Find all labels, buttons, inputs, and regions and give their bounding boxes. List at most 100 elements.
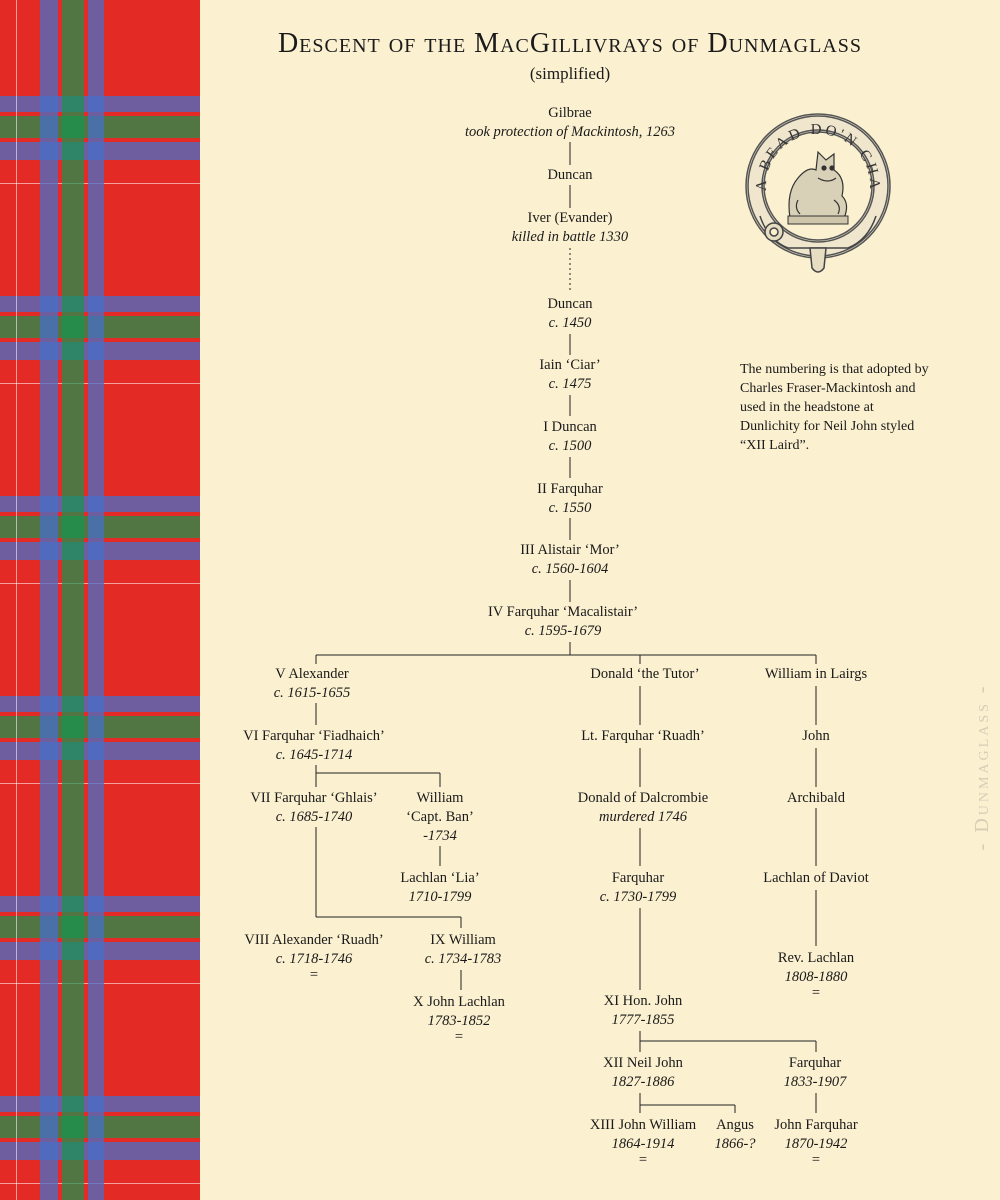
person-john: John [802,727,829,746]
person-date: c. 1645-1714 [275,747,353,763]
person-archibald: Archibald [787,789,845,808]
person-date: 1710-1799 [408,889,472,905]
person-date: c. 1734-1783 [424,951,502,967]
person-name: Lt. Farquhar ‘Ruadh’ [581,728,705,744]
person-name: Duncan [547,167,593,183]
person-name: William in Lairgs [764,666,868,682]
person-name: VII Farquhar ‘Ghlais’ [250,790,378,806]
person-date: c. 1560-1604 [531,561,609,577]
person-date: c. 1450 [548,315,592,331]
person-name: Farquhar [611,870,665,886]
person-name: Lachlan ‘Lia’ [400,870,480,886]
numbering-note: The numbering is that adopted by Charles… [740,362,929,453]
person-name: Donald ‘the Tutor’ [590,666,700,682]
person-date: 1870-1942 [784,1136,848,1152]
person-iver: Iver (Evander) killed in battle 1330 [512,209,628,247]
person-date: c. 1685-1740 [275,809,353,825]
person-name: Iver (Evander) [527,210,613,226]
person-name: VIII Alexander ‘Ruadh’ [244,932,384,948]
person-nickname: ‘Capt. Ban’ [406,809,474,825]
person-john-farquhar: John Farquhar 1870-1942 = [774,1116,858,1168]
person-name: V Alexander [275,666,349,682]
person-name: Donald of Dalcrombie [577,790,709,806]
person-name: Farquhar [788,1055,842,1071]
person-name: Duncan [547,296,593,312]
person-date: 1827-1886 [611,1074,675,1090]
marriage-mark: = [309,967,319,983]
person-name: IX William [430,932,496,948]
person-v-alexander: V Alexander c. 1615-1655 [274,665,351,703]
person-william-capt-ban: William ‘Capt. Ban’ -1734 [406,789,474,846]
person-lachlan-lia: Lachlan ‘Lia’ 1710-1799 [400,869,479,907]
person-donald-dalcrombie: Donald of Dalcrombie murdered 1746 [578,789,708,827]
person-date: c. 1475 [548,376,592,392]
person-duncan-1450: Duncan c. 1450 [547,295,592,333]
person-date: c. 1550 [548,500,592,516]
person-angus: Angus 1866-? [714,1116,755,1154]
person-date: 1777-1855 [611,1012,675,1028]
person-iii-alistair: III Alistair ‘Mor’ c. 1560-1604 [520,541,620,579]
person-date: 1864-1914 [611,1136,675,1152]
person-name: XIII John William [589,1117,697,1133]
person-date: c. 1500 [548,438,592,454]
person-name: Rev. Lachlan [777,950,855,966]
person-rev-lachlan: Rev. Lachlan 1808-1880 = [777,949,855,1001]
person-ii-farquhar: II Farquhar c. 1550 [537,480,603,518]
person-name: Gilbrae [548,105,592,121]
person-name: III Alistair ‘Mor’ [520,542,620,558]
person-vii-farquhar: VII Farquhar ‘Ghlais’ c. 1685-1740 [250,789,377,827]
tartan-border [0,0,200,1200]
page-subtitle: (simplified) [529,64,611,83]
person-name: John Farquhar [774,1117,858,1133]
person-name: I Duncan [543,419,597,435]
person-date: killed in battle 1330 [511,229,629,245]
clan-crest-icon: DA BEAD DO'N CHAC [738,108,891,273]
person-xiii-john-william: XIII John William 1864-1914 = [589,1116,697,1168]
page-title: Descent of the MacGillivrays of Dunmagla… [277,28,863,59]
marriage-mark: = [454,1029,464,1045]
person-name: Iain ‘Ciar’ [539,357,601,373]
person-date: c. 1730-1799 [599,889,677,905]
person-name: IV Farquhar ‘Macalistair’ [487,604,639,620]
person-iain-ciar: Iain ‘Ciar’ c. 1475 [539,356,600,394]
person-date: -1734 [423,828,457,844]
marriage-mark: = [811,985,821,1001]
person-date: c. 1718-1746 [275,951,353,967]
person-date: 1808-1880 [784,969,848,985]
side-label: - Dunmaglass - [971,683,993,851]
person-date: 1866-? [714,1136,756,1152]
person-vi-farquhar: VI Farquhar ‘Fiadhaich’ c. 1645-1714 [243,727,385,765]
person-name: VI Farquhar ‘Fiadhaich’ [243,728,385,744]
person-william-lairgs: William in Lairgs [765,665,867,684]
person-date: 1833-1907 [783,1074,847,1090]
person-date: c. 1615-1655 [273,685,351,701]
person-duncan: Duncan [547,166,592,185]
person-name: Angus [716,1117,754,1133]
person-date: took protection of Mackintosh, 1263 [464,124,676,140]
person-date: murdered 1746 [599,809,687,825]
person-name: X John Lachlan [413,994,505,1010]
person-date: c. 1595-1679 [524,623,602,639]
person-name: Lachlan of Daviot [763,870,869,886]
marriage-mark: = [811,1152,821,1168]
person-ix-william: IX William c. 1734-1783 [425,931,502,969]
person-iv-farquhar: IV Farquhar ‘Macalistair’ c. 1595-1679 [488,603,638,641]
person-name: II Farquhar [537,481,603,497]
person-name: William [416,790,464,806]
person-i-duncan: I Duncan c. 1500 [543,418,597,456]
person-lt-farquhar: Lt. Farquhar ‘Ruadh’ [581,727,705,746]
marriage-mark: = [638,1152,648,1168]
person-farquhar-1833: Farquhar 1833-1907 [784,1054,847,1092]
person-gilbrae: Gilbrae took protection of Mackintosh, 1… [465,104,675,142]
person-name: Archibald [787,790,845,806]
person-name: John [802,728,830,744]
person-donald-tutor: Donald ‘the Tutor’ [590,665,699,684]
person-xii-neil-john: XII Neil John 1827-1886 [603,1054,683,1092]
person-xi-john: XI Hon. John 1777-1855 [604,992,683,1030]
person-date: 1783-1852 [427,1013,491,1029]
person-name: XII Neil John [603,1055,683,1071]
person-farquhar-1730: Farquhar c. 1730-1799 [600,869,677,907]
person-x-john-lachlan: X John Lachlan 1783-1852 = [413,993,505,1045]
person-name: XI Hon. John [603,993,683,1009]
